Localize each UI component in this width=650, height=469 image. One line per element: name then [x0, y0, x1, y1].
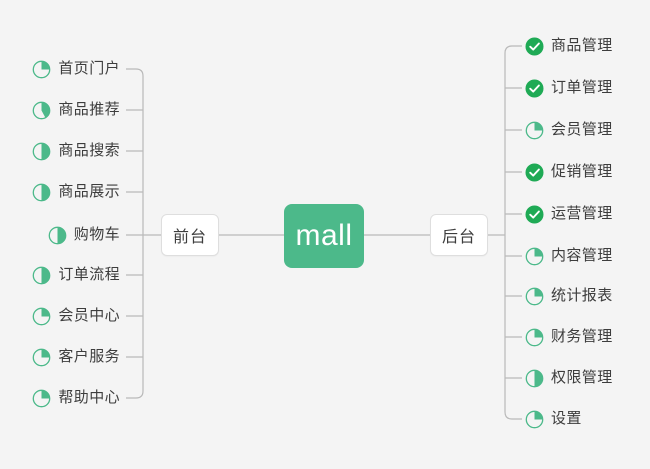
pie-progress-icon — [32, 142, 51, 161]
leaf-node-label: 首页门户 — [58, 60, 120, 77]
leaf-node-label: 商品推荐 — [58, 101, 120, 118]
leaf-node[interactable]: 权限管理 — [525, 365, 613, 391]
leaf-node-label: 设置 — [551, 410, 582, 427]
pie-progress-icon — [48, 226, 67, 245]
check-circle-icon — [525, 37, 544, 56]
leaf-node-label: 统计报表 — [551, 287, 613, 304]
leaf-node[interactable]: 商品推荐 — [32, 97, 120, 123]
leaf-node-label: 订单管理 — [551, 79, 613, 96]
leaf-node-label: 权限管理 — [551, 369, 613, 386]
leaf-node-label: 购物车 — [73, 226, 120, 243]
leaf-node-label: 商品展示 — [58, 183, 120, 200]
check-circle-icon — [525, 163, 544, 182]
pie-progress-icon — [525, 247, 544, 266]
pie-progress-icon — [32, 389, 51, 408]
branch-node-label: 后台 — [441, 229, 476, 246]
root-node-label: mall — [295, 219, 353, 252]
check-circle-icon — [525, 79, 544, 98]
pie-progress-icon — [525, 410, 544, 429]
leaf-node-label: 运营管理 — [551, 205, 613, 222]
pie-progress-icon — [525, 369, 544, 388]
pie-progress-icon — [32, 266, 51, 285]
leaf-node[interactable]: 订单管理 — [525, 75, 613, 101]
branch-node-backend[interactable]: 后台 — [430, 214, 488, 256]
check-circle-icon — [525, 205, 544, 224]
pie-progress-icon — [32, 348, 51, 367]
pie-progress-icon — [525, 328, 544, 347]
leaf-node[interactable]: 会员管理 — [525, 117, 613, 143]
leaf-node-label: 会员管理 — [551, 121, 613, 138]
leaf-node[interactable]: 客户服务 — [32, 344, 120, 370]
branch-node-frontend[interactable]: 前台 — [161, 214, 219, 256]
pie-progress-icon — [32, 183, 51, 202]
pie-progress-icon — [32, 307, 51, 326]
pie-progress-icon — [32, 60, 51, 79]
root-node-mall[interactable]: mall — [284, 204, 364, 268]
leaf-node[interactable]: 商品展示 — [32, 179, 120, 205]
leaf-node-label: 商品管理 — [551, 37, 613, 54]
leaf-node[interactable]: 促销管理 — [525, 159, 613, 185]
leaf-node-label: 客户服务 — [58, 348, 120, 365]
leaf-node[interactable]: 订单流程 — [32, 262, 120, 288]
leaf-node-label: 帮助中心 — [58, 389, 120, 406]
pie-progress-icon — [525, 121, 544, 140]
leaf-node[interactable]: 统计报表 — [525, 283, 613, 309]
pie-progress-icon — [525, 287, 544, 306]
leaf-node[interactable]: 商品搜索 — [32, 138, 120, 164]
leaf-node-label: 促销管理 — [551, 163, 613, 180]
leaf-node[interactable]: 首页门户 — [32, 56, 120, 82]
leaf-node[interactable]: 商品管理 — [525, 33, 613, 59]
leaf-node-label: 商品搜索 — [58, 142, 120, 159]
leaf-node[interactable]: 内容管理 — [525, 243, 613, 269]
leaf-node[interactable]: 运营管理 — [525, 201, 613, 227]
leaf-node-label: 财务管理 — [551, 328, 613, 345]
leaf-node[interactable]: 购物车 — [48, 222, 120, 248]
leaf-node[interactable]: 会员中心 — [32, 303, 120, 329]
leaf-node-label: 订单流程 — [58, 266, 120, 283]
leaf-node[interactable]: 设置 — [525, 406, 582, 432]
branch-node-label: 前台 — [172, 229, 207, 246]
pie-progress-icon — [32, 101, 51, 120]
leaf-node[interactable]: 财务管理 — [525, 324, 613, 350]
leaf-node-label: 会员中心 — [58, 307, 120, 324]
leaf-node-label: 内容管理 — [551, 247, 613, 264]
leaf-node[interactable]: 帮助中心 — [32, 385, 120, 411]
